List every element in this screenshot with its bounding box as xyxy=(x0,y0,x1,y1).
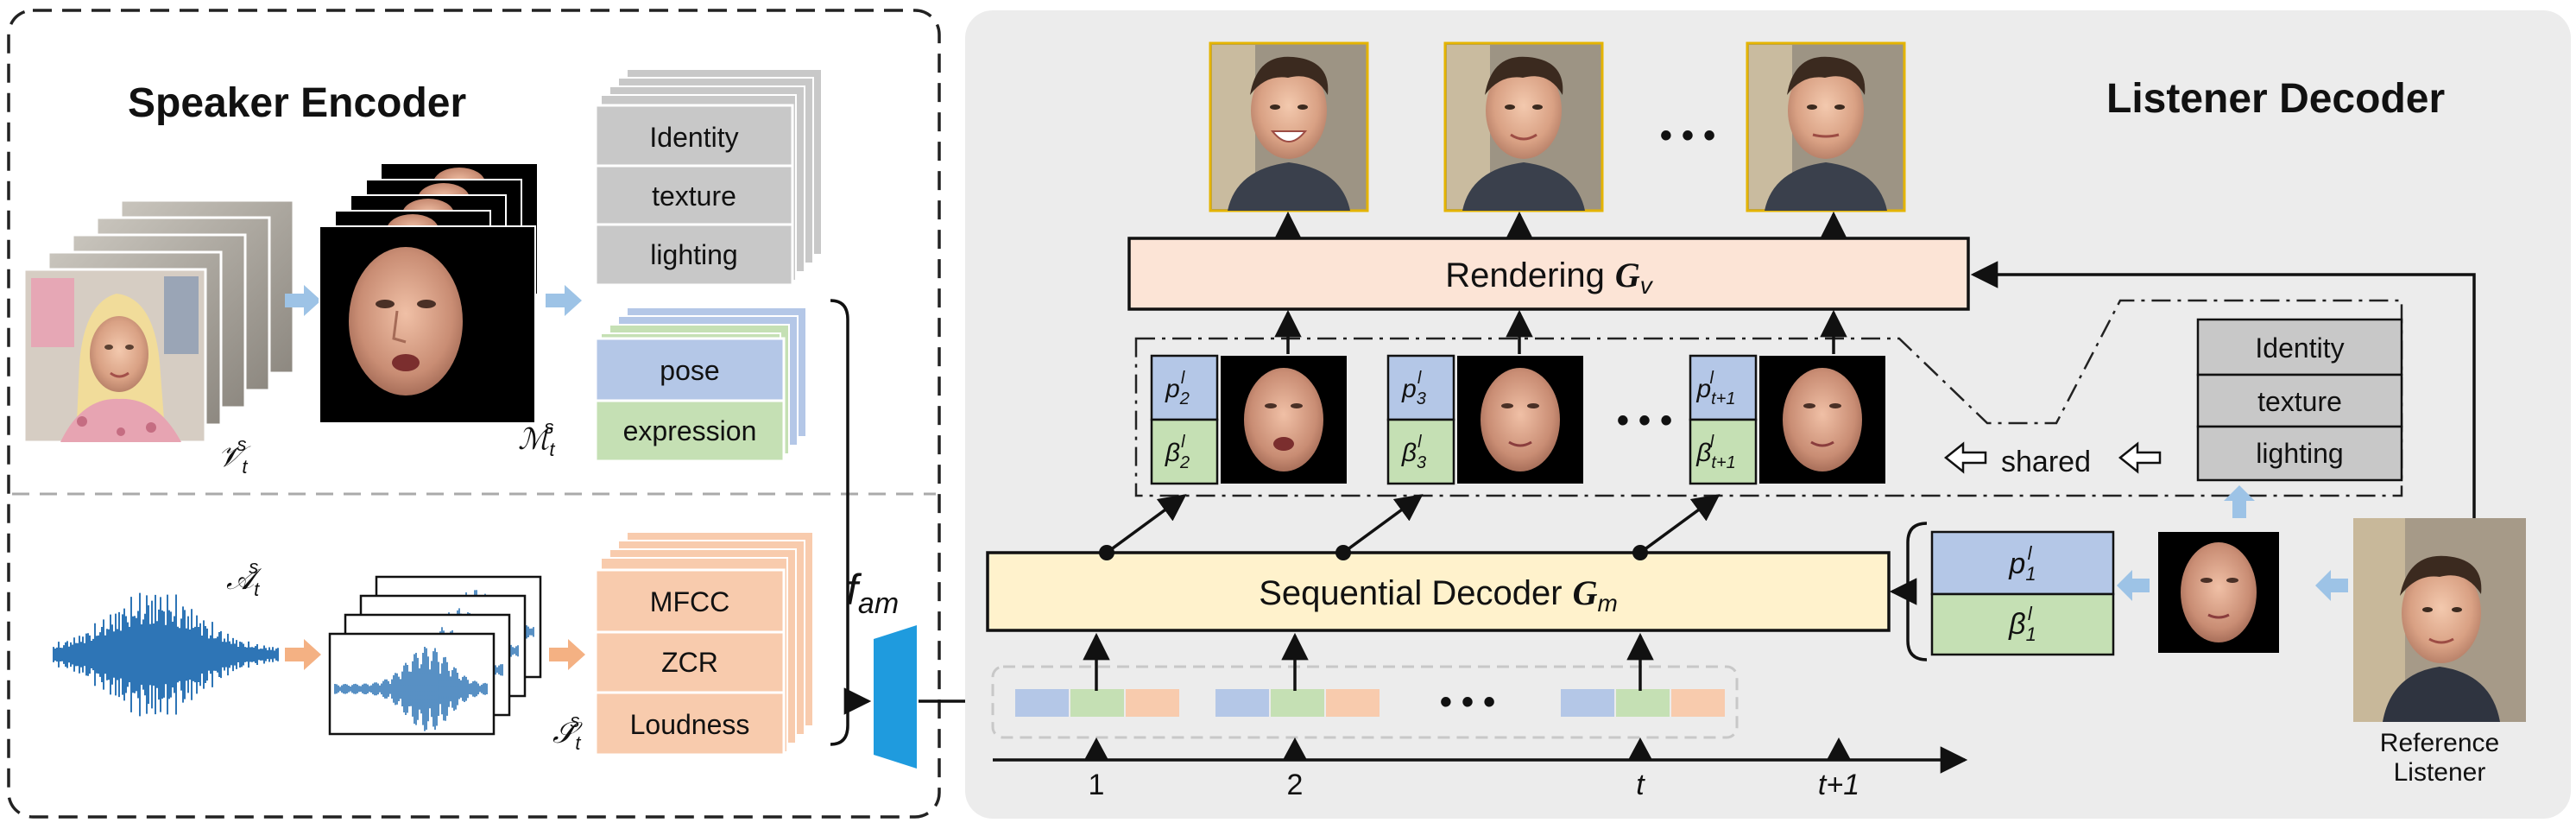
listener-decoder-title: Listener Decoder xyxy=(2106,76,2445,122)
generated-face-mesh xyxy=(1221,356,1347,484)
timeline-tick-label: t+1 xyxy=(1818,769,1859,801)
blue-left-arrow-icon xyxy=(2117,570,2150,601)
timeline-tick-label: 1 xyxy=(1089,769,1105,801)
decoder-output-arrows xyxy=(1099,494,1720,560)
speaker-encoder-border xyxy=(7,9,941,819)
token-to-decoder-arrows xyxy=(1083,632,1654,691)
speaker-audio-feature-stack: MFCC ZCR Loudness xyxy=(594,531,814,756)
timeline-tick-marker xyxy=(1283,737,1307,760)
listener-identity-label: Identity xyxy=(2255,332,2344,364)
speaker-static-coeff-front: Identity texture lighting xyxy=(594,104,794,287)
output-ellipsis: • • • xyxy=(1660,117,1715,155)
generated-expr-coeff: β2l xyxy=(1165,433,1190,472)
renderer-to-output-arrows xyxy=(1274,211,1847,239)
listener-texture-label: texture xyxy=(2257,386,2342,417)
rendered-output-frames xyxy=(1209,41,1906,212)
orange-arrow-icon xyxy=(549,639,585,670)
input-token-row xyxy=(991,665,1739,739)
initial-expr-coeff: β1l xyxy=(2008,603,2036,645)
speaker-static-coeff-stack: Identity texture lighting xyxy=(594,68,823,287)
speaker-mesh-front xyxy=(319,225,536,424)
speaker-audio-label: 𝒜ts xyxy=(226,556,262,600)
coeff-identity-label: Identity xyxy=(649,122,738,153)
generated-coeff-cell: p3l β3l xyxy=(1386,354,1583,485)
speaker-motion-coeff-front: pose expression xyxy=(594,337,786,463)
speaker-mesh-stack xyxy=(319,164,537,424)
coeff-pose-label: pose xyxy=(660,355,719,386)
feat-zcr-label: ZCR xyxy=(661,647,718,678)
speaker-encoder-panel: Speaker Encoder xyxy=(7,9,941,819)
initial-pose-coeff: p1l xyxy=(2008,542,2036,585)
fusion-module-label: fam xyxy=(846,566,899,620)
rendered-output-frame xyxy=(1746,41,1906,212)
timeline-tick-marker xyxy=(1827,737,1851,760)
shared-label: shared xyxy=(2001,446,2091,478)
speaker-encoder-title: Speaker Encoder xyxy=(128,80,466,126)
hollow-left-arrow-icon xyxy=(1943,441,1987,474)
feat-mfcc-label: MFCC xyxy=(650,586,729,617)
input-token-triplet xyxy=(1561,689,1725,717)
fusion-bracket xyxy=(830,299,849,746)
coeff-ellipsis: • • • xyxy=(1617,402,1672,440)
generated-expr-coeff: β3l xyxy=(1401,433,1426,472)
blue-up-arrow-icon xyxy=(2224,485,2255,518)
timeline-axis: 1 2 t t+1 xyxy=(993,737,1968,801)
initial-coeff-cell: p1l β1l xyxy=(1930,530,2115,656)
audio-frame xyxy=(328,632,496,736)
rendered-output-frame xyxy=(1443,41,1604,212)
shared-coeff-group-border xyxy=(1134,299,2403,497)
generated-coeff-cells: p2l β2l p3l β3l pt+1l βt+1l xyxy=(1150,354,1885,485)
speaker-audio-feature-front: MFCC ZCR Loudness xyxy=(594,568,786,756)
reference-listener-photo xyxy=(2353,518,2526,722)
fusion-module-icon xyxy=(874,625,917,769)
blue-arrow-icon xyxy=(546,285,582,316)
coeff-expression-label: expression xyxy=(623,415,757,446)
generated-pose-coeff: p2l xyxy=(1165,369,1190,408)
coeff-lighting-label: lighting xyxy=(650,239,737,270)
listener-lighting-label: lighting xyxy=(2256,438,2343,469)
generated-face-mesh xyxy=(1759,356,1885,484)
speaker-video-stack xyxy=(22,199,295,444)
speaker-motion-coeff-stack: pose expression xyxy=(594,307,807,464)
speaker-motion-label: ℳts xyxy=(518,416,555,460)
speaker-audio-feature-label: 𝒮ts xyxy=(552,710,583,754)
generated-face-mesh xyxy=(1457,356,1583,484)
blue-arrow-icon xyxy=(285,285,321,316)
listener-face-mesh xyxy=(2158,532,2279,653)
generated-pose-coeff: p3l xyxy=(1401,369,1426,408)
generated-pose-coeff: pt+1l xyxy=(1695,369,1735,408)
generated-expr-coeff: βt+1l xyxy=(1695,433,1736,472)
input-token-triplet xyxy=(1015,689,1179,717)
rendered-output-frame xyxy=(1209,41,1369,212)
speaker-audio-frames xyxy=(328,575,542,736)
coeff-to-renderer-arrows xyxy=(1274,309,1847,354)
timeline-tick-label: t xyxy=(1636,769,1645,801)
input-token-triplet xyxy=(1215,689,1380,717)
speaker-video-frame-front xyxy=(22,268,207,444)
feat-loudness-label: Loudness xyxy=(630,709,750,740)
orange-arrow-icon xyxy=(285,639,321,670)
blue-left-arrow-icon xyxy=(2315,570,2348,601)
token-ellipsis: • • • xyxy=(1440,683,1495,721)
timeline-tick-marker xyxy=(1628,737,1652,760)
coeff-texture-label: texture xyxy=(652,180,736,212)
reference-to-renderer-arrow xyxy=(1970,261,2476,518)
listener-static-coeff-box: Identity texture lighting xyxy=(2196,318,2403,482)
timeline-tick-label: 2 xyxy=(1287,769,1304,801)
timeline-tick-marker xyxy=(1084,737,1108,760)
generated-coeff-cell: p2l β2l xyxy=(1150,354,1347,485)
generated-coeff-cell: pt+1l βt+1l xyxy=(1689,354,1885,485)
speaker-video-label: 𝒱ts xyxy=(218,433,251,478)
hollow-left-arrow-icon xyxy=(2118,441,2162,474)
speaker-audio-waveform xyxy=(53,592,279,717)
